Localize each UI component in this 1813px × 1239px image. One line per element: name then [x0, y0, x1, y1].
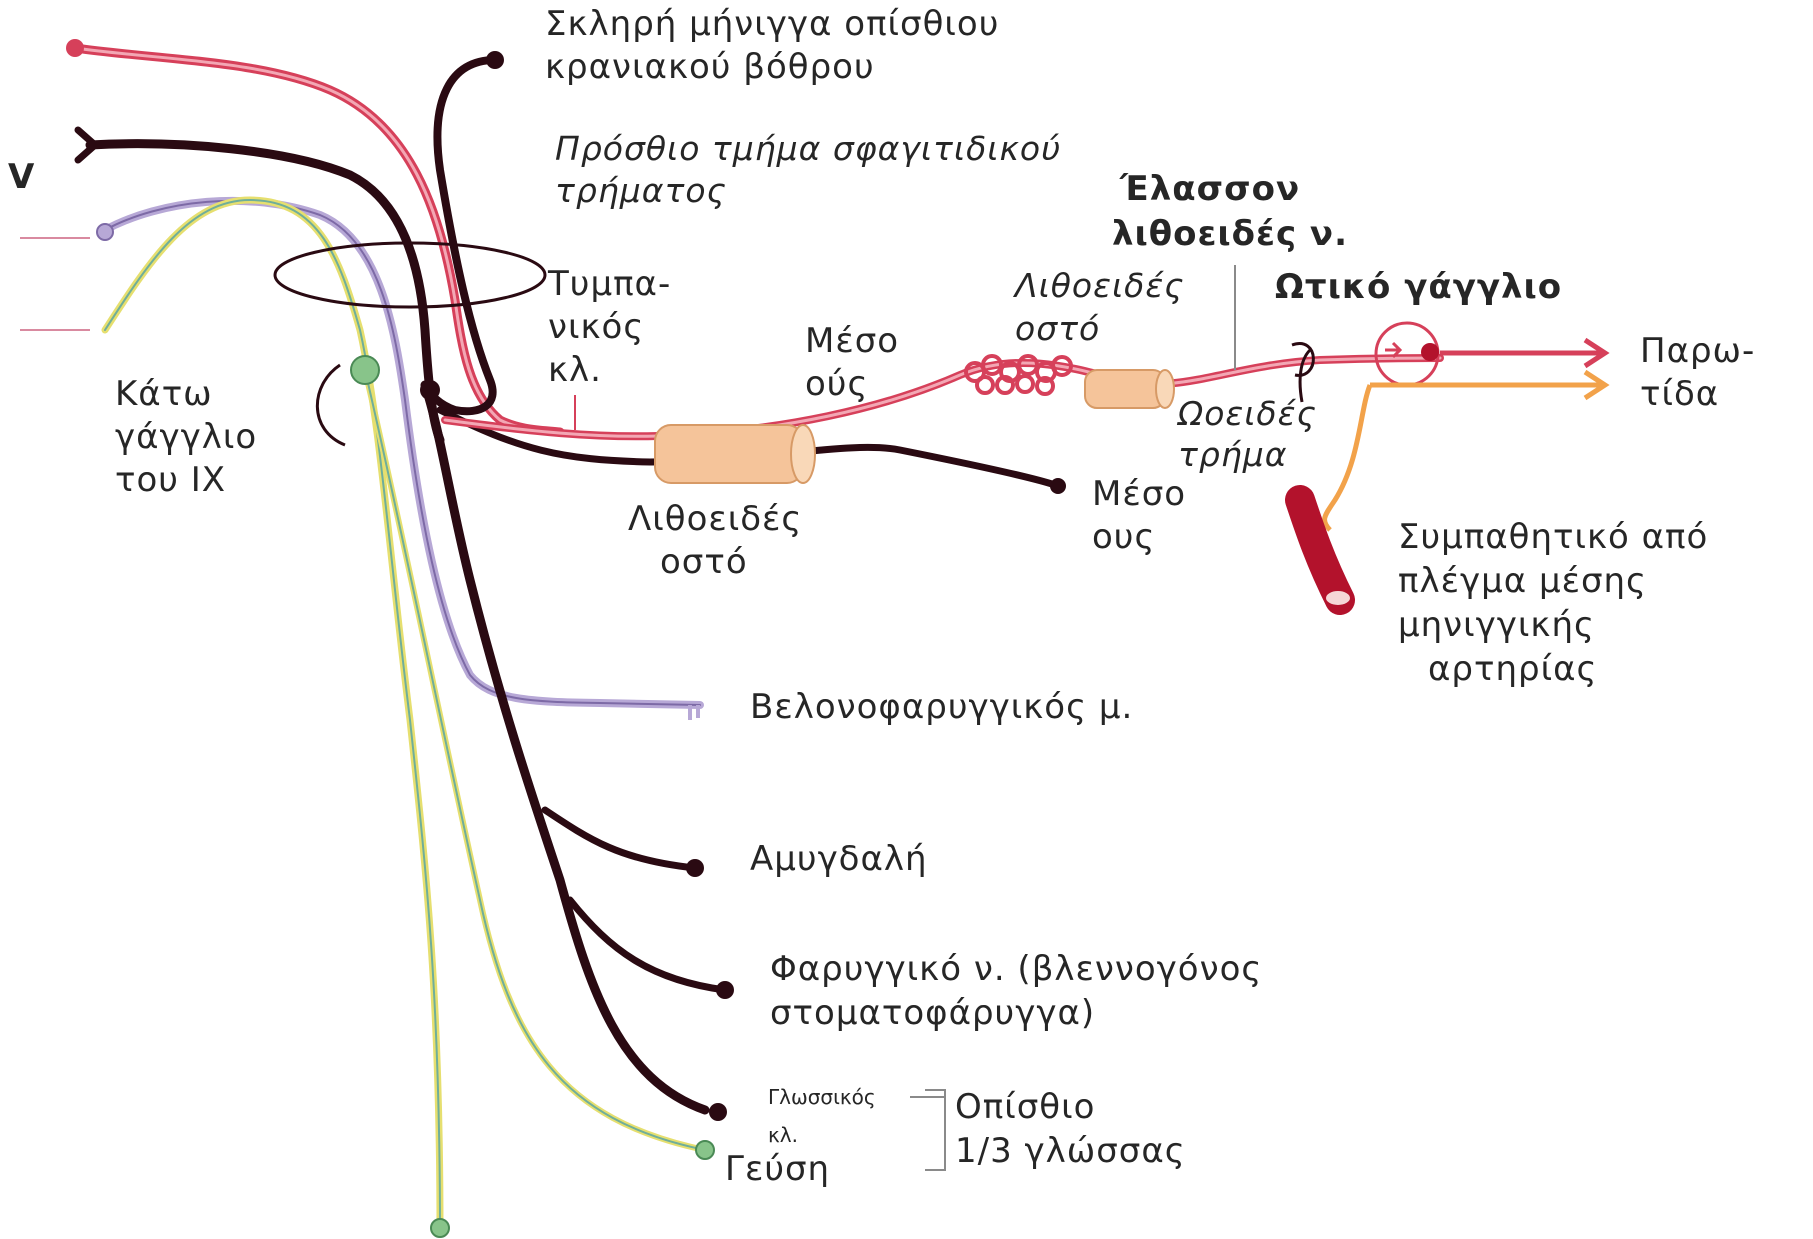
pharyngeal-label-1: Φαρυγγικό ν. (βλεννογόνος — [770, 949, 1262, 989]
pharyngeal-label-2: στοματοφάρυγγα) — [770, 993, 1095, 1033]
otic-ganglion-label: Ωτικό γάγγλιο — [1275, 267, 1562, 307]
middle-ear2-label-2: ους — [1092, 517, 1155, 557]
taste-label: Γεύση — [725, 1149, 830, 1189]
parotid-arrow-red — [1440, 340, 1605, 366]
bottom-green-dot — [431, 1219, 449, 1237]
sympathetic-label-2: πλέγμα μέσης — [1398, 561, 1647, 601]
otic-ganglion-dot — [1421, 343, 1439, 361]
main-trunk — [425, 385, 705, 1110]
taste-dot — [696, 1141, 714, 1159]
sympathetic-label-3: μηνιγγικής — [1398, 605, 1595, 645]
lingual-branch-label-2: κλ. — [768, 1123, 798, 1147]
jugular-label-1: Πρόσθιο τμήμα σφαγιτιδικού — [555, 129, 1061, 168]
yellow-nerve — [105, 200, 440, 1232]
middle-meningeal-artery — [1300, 500, 1340, 600]
tonsil-dot — [686, 859, 704, 877]
petrous-italic-label-2: οστό — [1015, 309, 1100, 348]
lingual-branch-label-1: Γλωσσικός — [768, 1085, 876, 1109]
middle-ear2-label-1: Μέσο — [1092, 474, 1186, 514]
middle-ear-label-1: Μέσο — [805, 321, 899, 361]
inferior-ganglion-dot — [351, 356, 379, 384]
petrous-italic-label-1: Λιθοειδές — [1012, 266, 1185, 305]
lingual-bracket — [925, 1090, 945, 1170]
tympanic-label-2: νικός — [548, 307, 644, 347]
petrous-bone-lower-end — [791, 425, 815, 483]
lesser-petrosal-label-2: λιθοειδές ν. — [1112, 214, 1348, 254]
middle-ear-dot — [1050, 478, 1066, 494]
tympanic-label-1: Τυμπα- — [547, 264, 671, 304]
parotid-label-1: Παρω- — [1640, 331, 1755, 371]
petrous-bone-lower — [655, 425, 803, 483]
tonsil-branch — [545, 810, 695, 868]
inferior-ganglion-bracket — [317, 365, 345, 445]
tympanic-plexus — [966, 356, 1071, 394]
inferior-ganglion-label-3: του IX — [115, 460, 226, 500]
dura-end-dot — [486, 51, 504, 69]
petrous-bone-label-2: οστό — [660, 542, 748, 582]
inferior-ganglion-label-2: γάγγλιο — [115, 417, 257, 457]
sympathetic-fiber — [1325, 385, 1370, 530]
tympanic-label-3: κλ. — [548, 350, 602, 390]
sympathetic-label-4: αρτηρίας — [1428, 649, 1597, 689]
lilac-end-dot — [97, 224, 113, 240]
dura-label-2: κρανιακού βόθρου — [545, 47, 875, 87]
tonsil-label: Αμυγδαλή — [750, 839, 928, 879]
petrous-bone-upper-end — [1156, 370, 1174, 408]
oval-foramen-label-2: τρήμα — [1178, 435, 1287, 474]
artery-opening — [1325, 590, 1351, 606]
parotid-label-2: τίδα — [1640, 374, 1719, 414]
trunk-junction-dot — [420, 380, 440, 400]
pharyngeal-dot — [716, 981, 734, 999]
dura-branch — [425, 60, 495, 411]
sympathetic-label-1: Συμπαθητικό από — [1398, 517, 1708, 557]
petrous-bone-label-1: Λιθοειδές — [628, 499, 802, 539]
v-label: V — [8, 157, 35, 197]
pink-end-dot — [66, 39, 84, 57]
posterior-third-label-1: Οπίσθιο — [955, 1087, 1095, 1127]
lingual-dot — [709, 1103, 727, 1121]
dura-label-1: Σκληρή μήνιγγα οπίσθιου — [545, 4, 999, 44]
stylopharyngeus-label: Βελονοφαρυγγικός μ. — [750, 687, 1133, 727]
yellow-nerve-core — [105, 200, 440, 1232]
petrous-bone-upper — [1085, 370, 1165, 408]
parotid-arrow-orange — [1370, 372, 1605, 398]
oval-foramen-label-1: Ωοειδές — [1176, 394, 1317, 433]
middle-ear-label-2: ούς — [805, 364, 868, 404]
posterior-third-label-2: 1/3 γλώσσας — [955, 1131, 1186, 1171]
lesser-petrosal-label-1: Έλασσον — [1119, 169, 1300, 209]
jugular-label-2: τρήματος — [555, 171, 727, 210]
inferior-ganglion-label-1: Κάτω — [115, 374, 213, 414]
